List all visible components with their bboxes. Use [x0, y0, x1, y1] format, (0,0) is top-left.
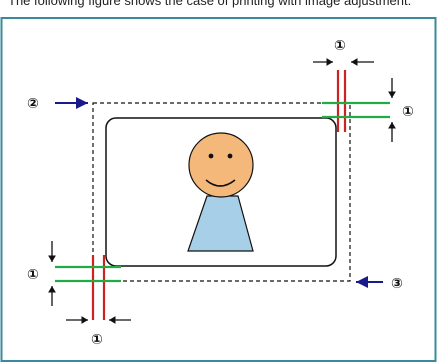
callout-1-right: ① — [402, 104, 414, 120]
person-mouth — [205, 179, 236, 187]
callout-3: ③ — [391, 276, 403, 292]
person-eye-right — [227, 153, 233, 159]
callout-1-bottom: ① — [91, 332, 103, 348]
person-head — [188, 132, 254, 198]
caption-text: The following figure shows the case of p… — [8, 0, 412, 8]
dashed-print-area — [92, 102, 351, 282]
person-eye-left — [208, 153, 214, 159]
callout-1-left: ① — [27, 267, 39, 283]
callout-1-top: ① — [334, 38, 346, 54]
callout-2: ② — [27, 96, 39, 112]
